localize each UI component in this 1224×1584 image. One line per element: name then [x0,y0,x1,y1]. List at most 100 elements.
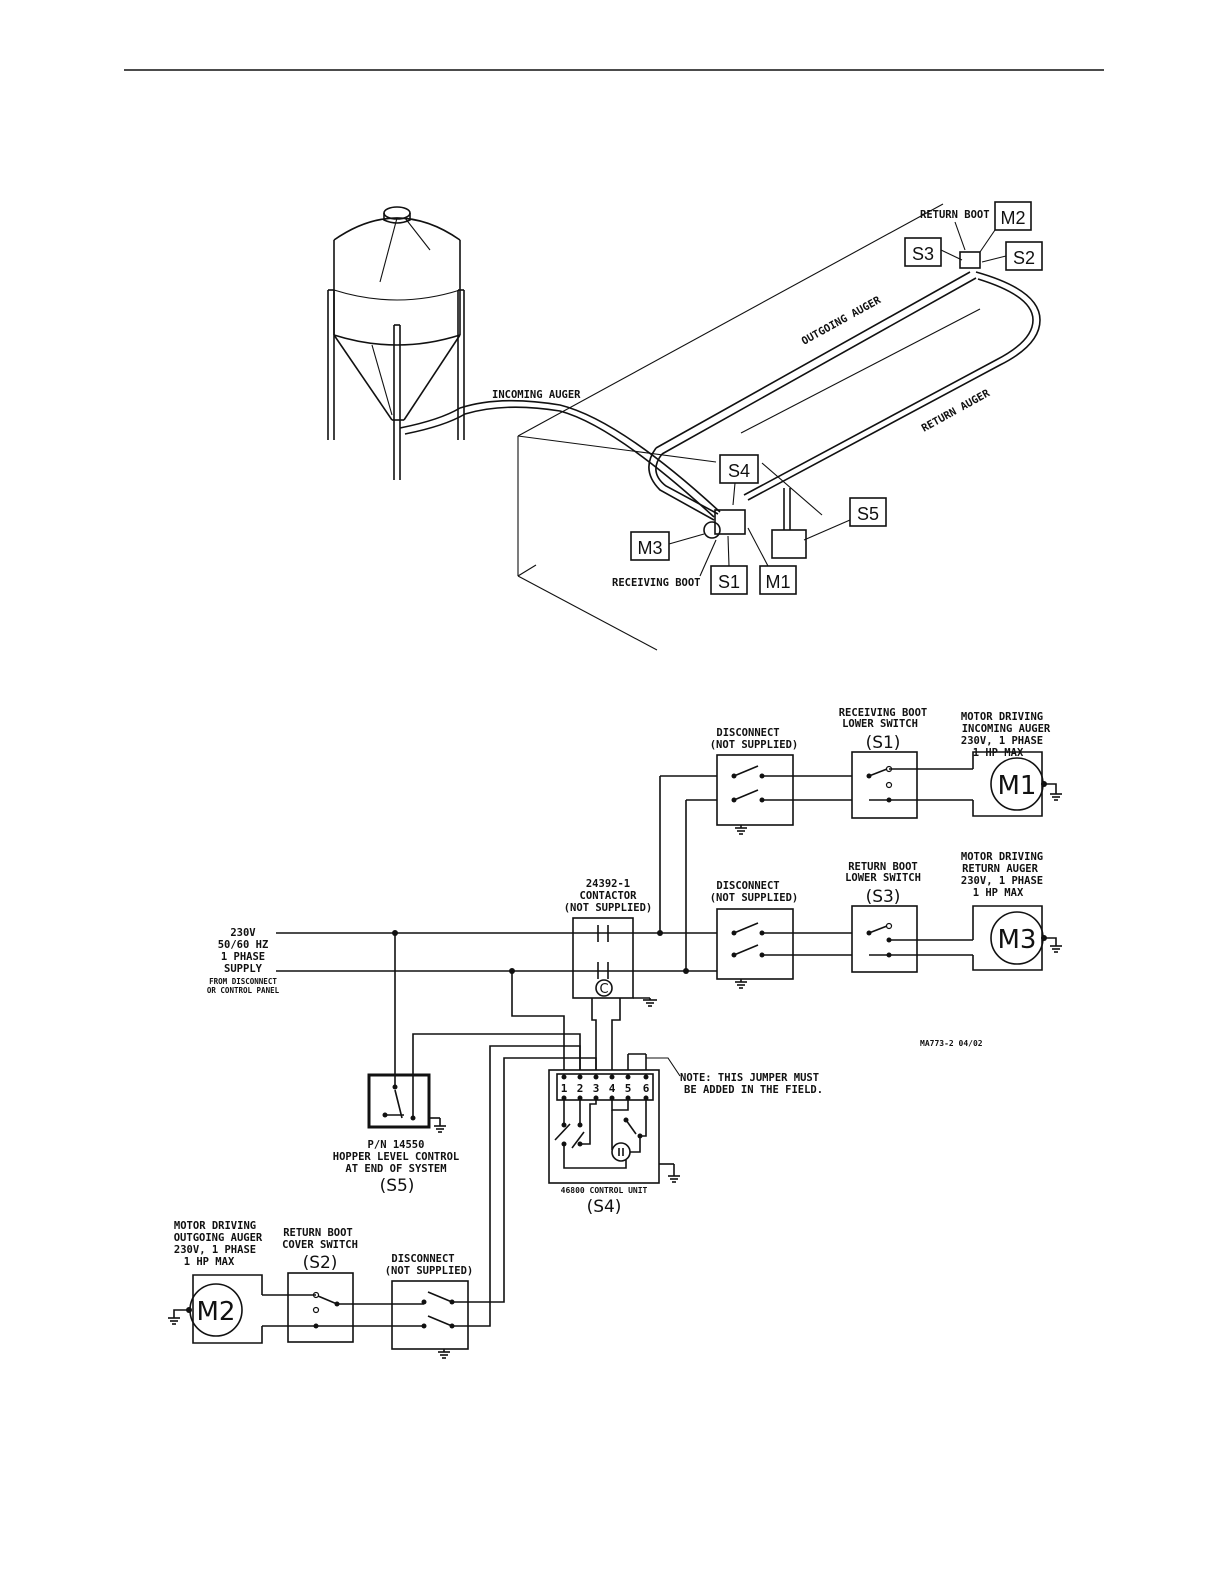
tag-s2: S2 [981,241,1043,271]
svg-text:1 HP MAX: 1 HP MAX [184,1256,235,1268]
jumper-note: NOTE: THIS JUMPER MUST BE ADDED IN THE F… [680,1072,823,1096]
motor-m1: MOTOR DRIVING INCOMING AUGER 230V, 1 PHA… [961,711,1062,817]
svg-text:S4: S4 [728,461,750,481]
wiring-schematic: 230V 50/60 HZ 1 PHASE SUPPLY FROM DISCON… [168,707,1062,1359]
svg-text:HOPPER LEVEL CONTROL: HOPPER LEVEL CONTROL [333,1151,459,1163]
disconnect-bottom: DISCONNECT (NOT SUPPLIED) [385,1253,474,1359]
svg-text:INCOMING AUGER: INCOMING AUGER [962,723,1051,735]
svg-text:6: 6 [643,1082,650,1095]
outgoing-auger-tube [655,271,971,449]
feed-bin [327,206,465,480]
disconnect-top: DISCONNECT (NOT SUPPLIED) [710,727,799,835]
svg-text:1 HP MAX: 1 HP MAX [973,747,1024,759]
svg-text:RECEIVING BOOT: RECEIVING BOOT [839,707,928,719]
tag-s1: S1 [710,535,748,595]
svg-text:230V, 1 PHASE: 230V, 1 PHASE [961,875,1043,887]
svg-text:RETURN BOOT: RETURN BOOT [283,1227,353,1239]
svg-text:(S4): (S4) [587,1197,622,1217]
tag-m1: M1 [747,527,797,595]
svg-text:M1: M1 [998,771,1037,801]
svg-text:S1: S1 [718,572,740,592]
svg-text:46800 CONTROL UNIT: 46800 CONTROL UNIT [561,1186,648,1195]
svg-text:5: 5 [625,1082,632,1095]
svg-text:FROM DISCONNECT: FROM DISCONNECT [209,977,277,986]
svg-text:(NOT SUPPLIED): (NOT SUPPLIED) [710,892,799,904]
terminal-row: 1 2 3 4 5 6 [561,1074,650,1101]
svg-text:4: 4 [609,1082,616,1095]
svg-text:C: C [599,982,608,997]
svg-text:OUTGOING AUGER: OUTGOING AUGER [174,1232,263,1244]
drawing-number: MA773-2 04/02 [920,1039,983,1048]
svg-text:(S5): (S5) [380,1176,415,1196]
svg-text:3: 3 [593,1082,600,1095]
svg-text:1 PHASE: 1 PHASE [221,951,265,963]
motor-m2: MOTOR DRIVING OUTGOING AUGER 230V, 1 PHA… [168,1220,263,1344]
hopper-level-control-s5: P/N 14550 HOPPER LEVEL CONTROL AT END OF… [333,1073,459,1196]
svg-text:(S1): (S1) [866,733,901,753]
svg-text:24392-1: 24392-1 [586,878,630,890]
svg-text:RETURN AUGER: RETURN AUGER [962,863,1039,875]
svg-text:2: 2 [577,1082,584,1095]
svg-text:RETURN BOOT: RETURN BOOT [848,861,918,873]
svg-text:MOTOR DRIVING: MOTOR DRIVING [961,711,1043,723]
disconnect-mid: DISCONNECT (NOT SUPPLIED) [710,880,799,989]
svg-text:(S3): (S3) [866,887,901,907]
svg-text:230V, 1 PHASE: 230V, 1 PHASE [961,735,1043,747]
svg-text:(NOT SUPPLIED): (NOT SUPPLIED) [385,1265,474,1277]
supply-label: 230V 50/60 HZ 1 PHASE SUPPLY FROM DISCON… [207,927,280,995]
svg-text:M3: M3 [637,538,662,558]
svg-text:(NOT SUPPLIED): (NOT SUPPLIED) [564,902,653,914]
svg-text:S2: S2 [1013,248,1035,268]
tag-s3: S3 [904,237,963,267]
svg-text:DISCONNECT: DISCONNECT [716,880,779,892]
svg-text:CONTACTOR: CONTACTOR [580,890,638,902]
svg-text:LOWER SWITCH: LOWER SWITCH [845,872,921,884]
svg-text:1: 1 [561,1082,568,1095]
tag-m2: M2 [979,201,1032,253]
return-boot-label: RETURN BOOT [920,209,990,221]
svg-text:BE ADDED IN THE FIELD.: BE ADDED IN THE FIELD. [684,1084,823,1096]
svg-text:M1: M1 [765,572,790,592]
svg-text:LOWER SWITCH: LOWER SWITCH [842,718,918,730]
svg-text:(S2): (S2) [303,1253,338,1273]
svg-text:1 HP MAX: 1 HP MAX [973,887,1024,899]
outgoing-auger-label: OUTGOING AUGER [800,294,884,348]
control-unit-s4: 1 2 3 4 5 6 [548,1069,680,1217]
svg-text:MOTOR DRIVING: MOTOR DRIVING [961,851,1043,863]
incoming-auger-tube [399,399,721,513]
tag-m3: M3 [630,531,705,561]
svg-text:OR CONTROL PANEL: OR CONTROL PANEL [207,986,280,995]
svg-text:S5: S5 [857,504,879,524]
switch-s2: RETURN BOOT COVER SWITCH (S2) [282,1227,358,1343]
svg-text:50/60 HZ: 50/60 HZ [218,939,269,951]
svg-text:NOTE: THIS JUMPER MUST: NOTE: THIS JUMPER MUST [680,1072,819,1084]
svg-text:M2: M2 [1000,208,1025,228]
switch-s1: RECEIVING BOOT LOWER SWITCH (S1) [839,707,928,819]
svg-text:MOTOR DRIVING: MOTOR DRIVING [174,1220,256,1232]
svg-text:230V: 230V [230,927,256,939]
svg-text:(NOT SUPPLIED): (NOT SUPPLIED) [710,739,799,751]
receiving-boot-label: RECEIVING BOOT [612,577,701,589]
svg-text:S3: S3 [912,244,934,264]
incoming-auger-label: INCOMING AUGER [492,389,581,401]
svg-text:DISCONNECT: DISCONNECT [716,727,779,739]
motor-m3: MOTOR DRIVING RETURN AUGER 230V, 1 PHASE… [961,851,1062,971]
svg-text:COVER SWITCH: COVER SWITCH [282,1239,358,1251]
switch-s3: RETURN BOOT LOWER SWITCH (S3) [845,861,921,973]
svg-text:M2: M2 [197,1297,236,1327]
svg-text:AT END OF SYSTEM: AT END OF SYSTEM [345,1163,446,1175]
hopper-level-control [771,529,807,559]
return-auger-tube [747,271,1041,501]
svg-text:P/N 14550: P/N 14550 [368,1139,425,1151]
return-boot [959,251,981,269]
pictorial-diagram: INCOMING AUGER OUTGOING AUGER RETURN AUG… [327,201,1043,651]
building-outline [517,203,981,651]
svg-text:DISCONNECT: DISCONNECT [391,1253,454,1265]
tag-s4: S4 [719,454,759,506]
svg-text:M3: M3 [998,925,1037,955]
contactor: 24392-1 CONTACTOR (NOT SUPPLIED) C [564,878,657,1007]
svg-text:SUPPLY: SUPPLY [224,963,263,975]
tag-s5: S5 [803,497,887,541]
svg-text:230V, 1 PHASE: 230V, 1 PHASE [174,1244,256,1256]
